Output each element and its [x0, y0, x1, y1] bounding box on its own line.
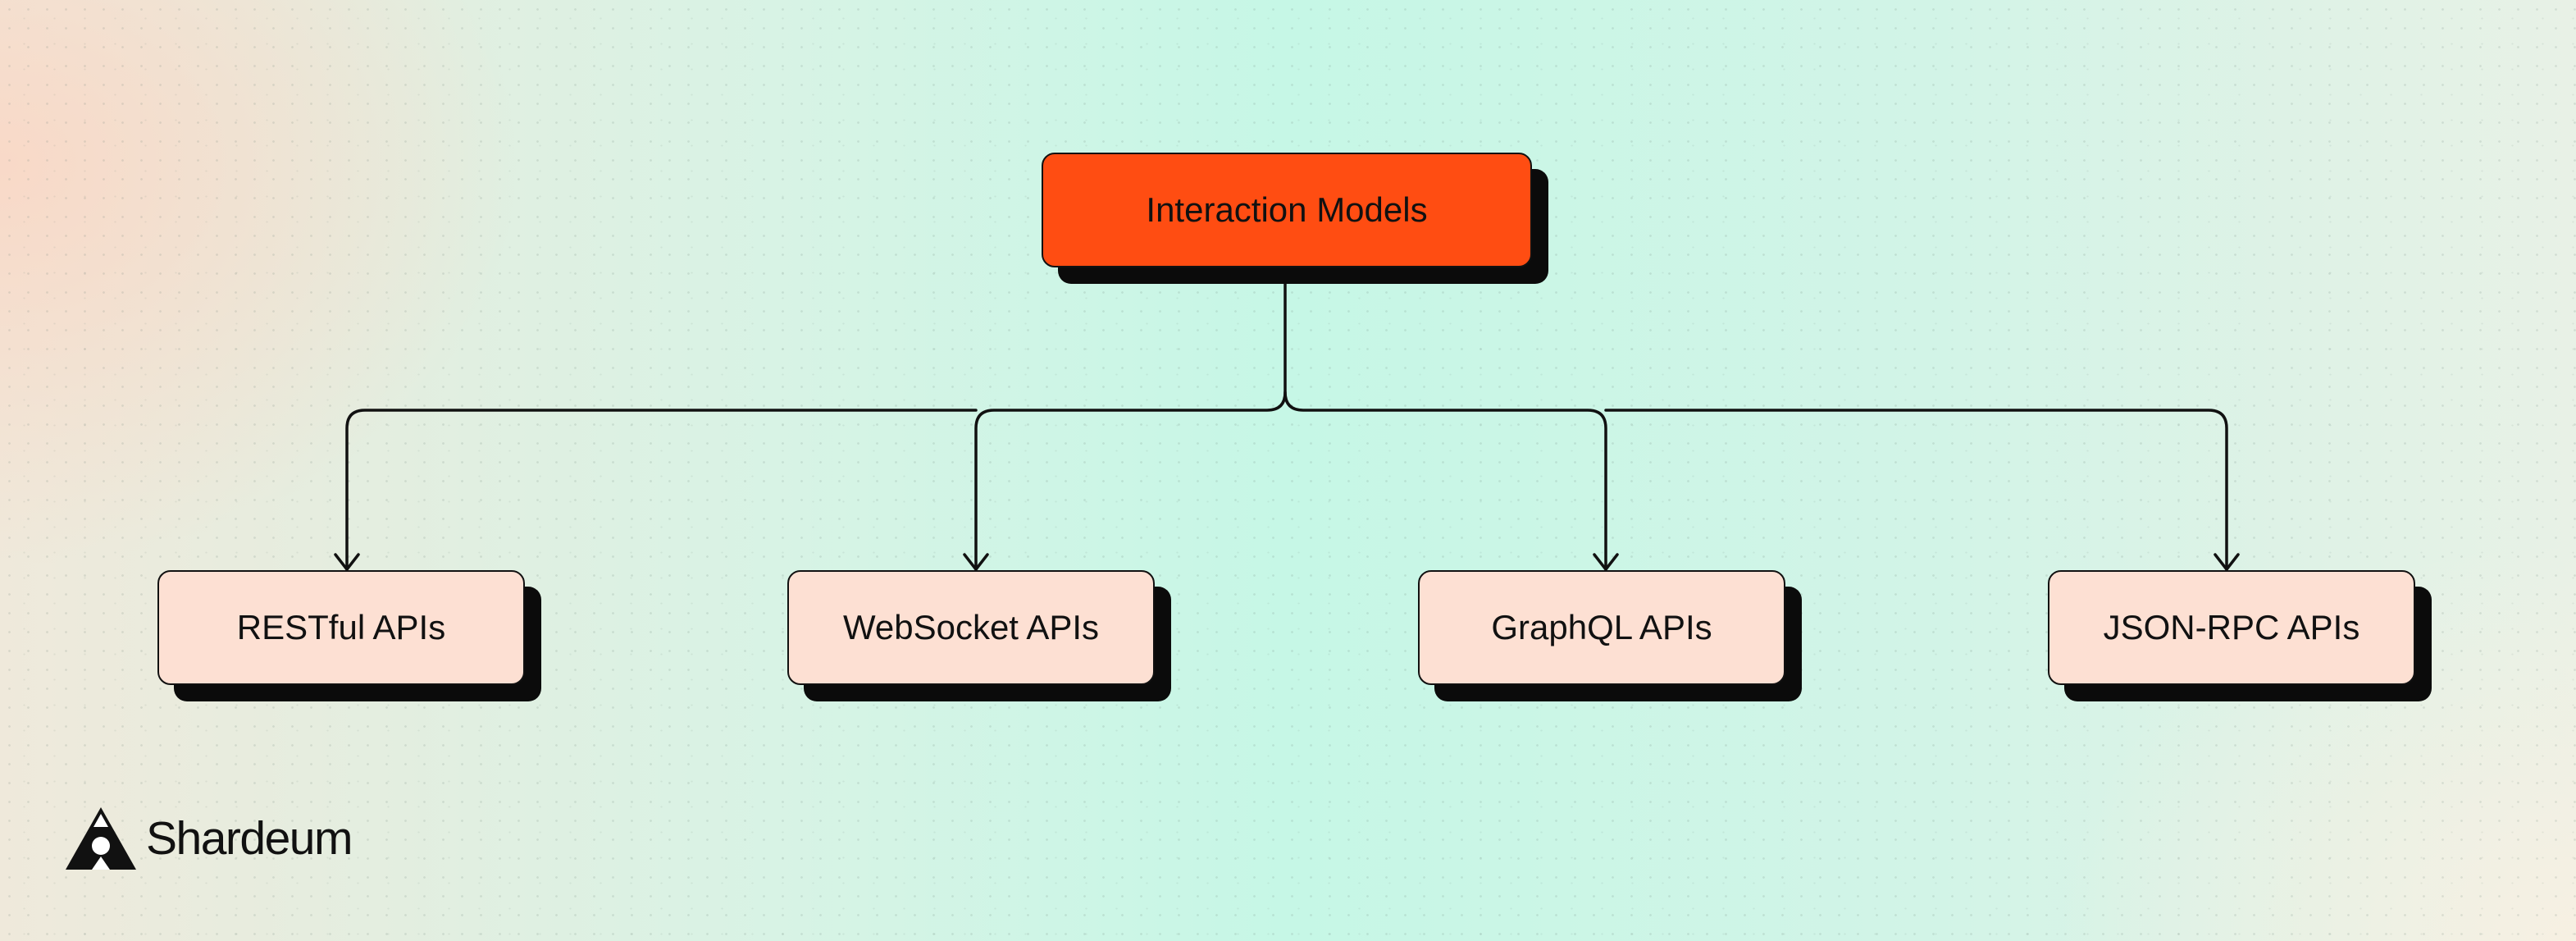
arrowhead-jsonrpc [2214, 553, 2240, 571]
connector-to-jsonrpc [1604, 409, 2228, 571]
connector-to-restful [345, 409, 978, 571]
arrowhead-restful [334, 553, 360, 571]
root-node-label: Interaction Models [1146, 190, 1428, 229]
node-graphql-apis: GraphQL APIs [1418, 570, 1785, 685]
arrowhead-websocket [963, 553, 989, 571]
node-restful-apis: RESTful APIs [157, 570, 525, 685]
node-label: WebSocket APIs [842, 608, 1100, 646]
brand-name: Shardeum [146, 812, 353, 865]
connector-root-right [1283, 391, 1607, 571]
arrowhead-graphql [1593, 553, 1619, 571]
node-json-rpc-apis: JSON-RPC APIs [2048, 570, 2415, 685]
node-label: RESTful APIs [236, 608, 446, 646]
node-label: JSON-RPC APIs [2103, 608, 2360, 646]
shardeum-logo-icon [66, 807, 136, 870]
connector-trunk [974, 266, 1287, 571]
brand-logo: Shardeum [66, 807, 353, 870]
node-websocket-apis: WebSocket APIs [787, 570, 1155, 685]
root-node-interaction-models: Interaction Models [1042, 153, 1532, 267]
node-label: GraphQL APIs [1491, 608, 1712, 646]
